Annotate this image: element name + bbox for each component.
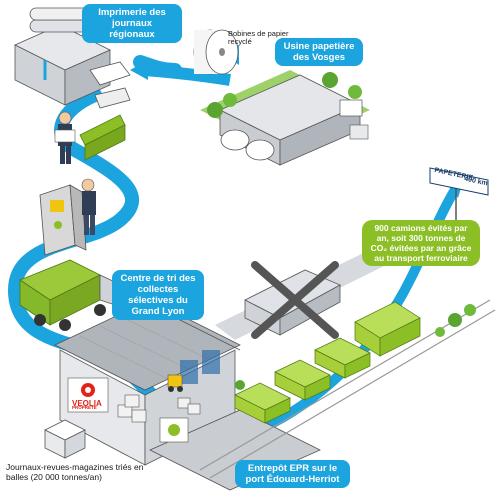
veolia-brand: VEOLIA bbox=[72, 399, 102, 408]
bale-icon bbox=[44, 419, 86, 459]
bale-stack bbox=[117, 394, 201, 423]
veolia-logo bbox=[67, 377, 109, 413]
paper-mill-label: Usine papetière des Vosges bbox=[275, 38, 363, 66]
warehouse-label: Entrepôt EPR sur le port Édouard-Herriot bbox=[235, 460, 350, 488]
veolia-brand-sub: PROPRETÉ bbox=[72, 405, 97, 410]
trees bbox=[235, 304, 476, 390]
paper-reel-icon bbox=[193, 29, 239, 75]
printing-label: Imprimerie des journaux régionaux bbox=[82, 4, 182, 43]
sorting-center-label: Centre de tri des collectes sélectives d… bbox=[112, 270, 204, 320]
printing-press-icon bbox=[14, 7, 131, 109]
paper-mill-icon bbox=[200, 70, 370, 166]
recycling-bin-icon bbox=[39, 178, 96, 256]
rail-note-label: 900 camions évités par an, soit 300 tonn… bbox=[362, 220, 480, 266]
crossed-out-truck-icon bbox=[244, 261, 341, 339]
freight-train-icon bbox=[234, 301, 421, 424]
paper-reels-label: Bobines de papier recyclé bbox=[228, 29, 289, 46]
flow-arrow-to-press bbox=[144, 64, 231, 86]
garbage-truck-icon bbox=[19, 259, 116, 331]
bales-label: Journaux-revues-magazines triés en balle… bbox=[6, 462, 144, 482]
reader-icon bbox=[54, 111, 126, 164]
flow-arrowhead-press bbox=[130, 60, 148, 80]
rail-arrow bbox=[228, 187, 460, 445]
destination-sign bbox=[429, 167, 489, 220]
